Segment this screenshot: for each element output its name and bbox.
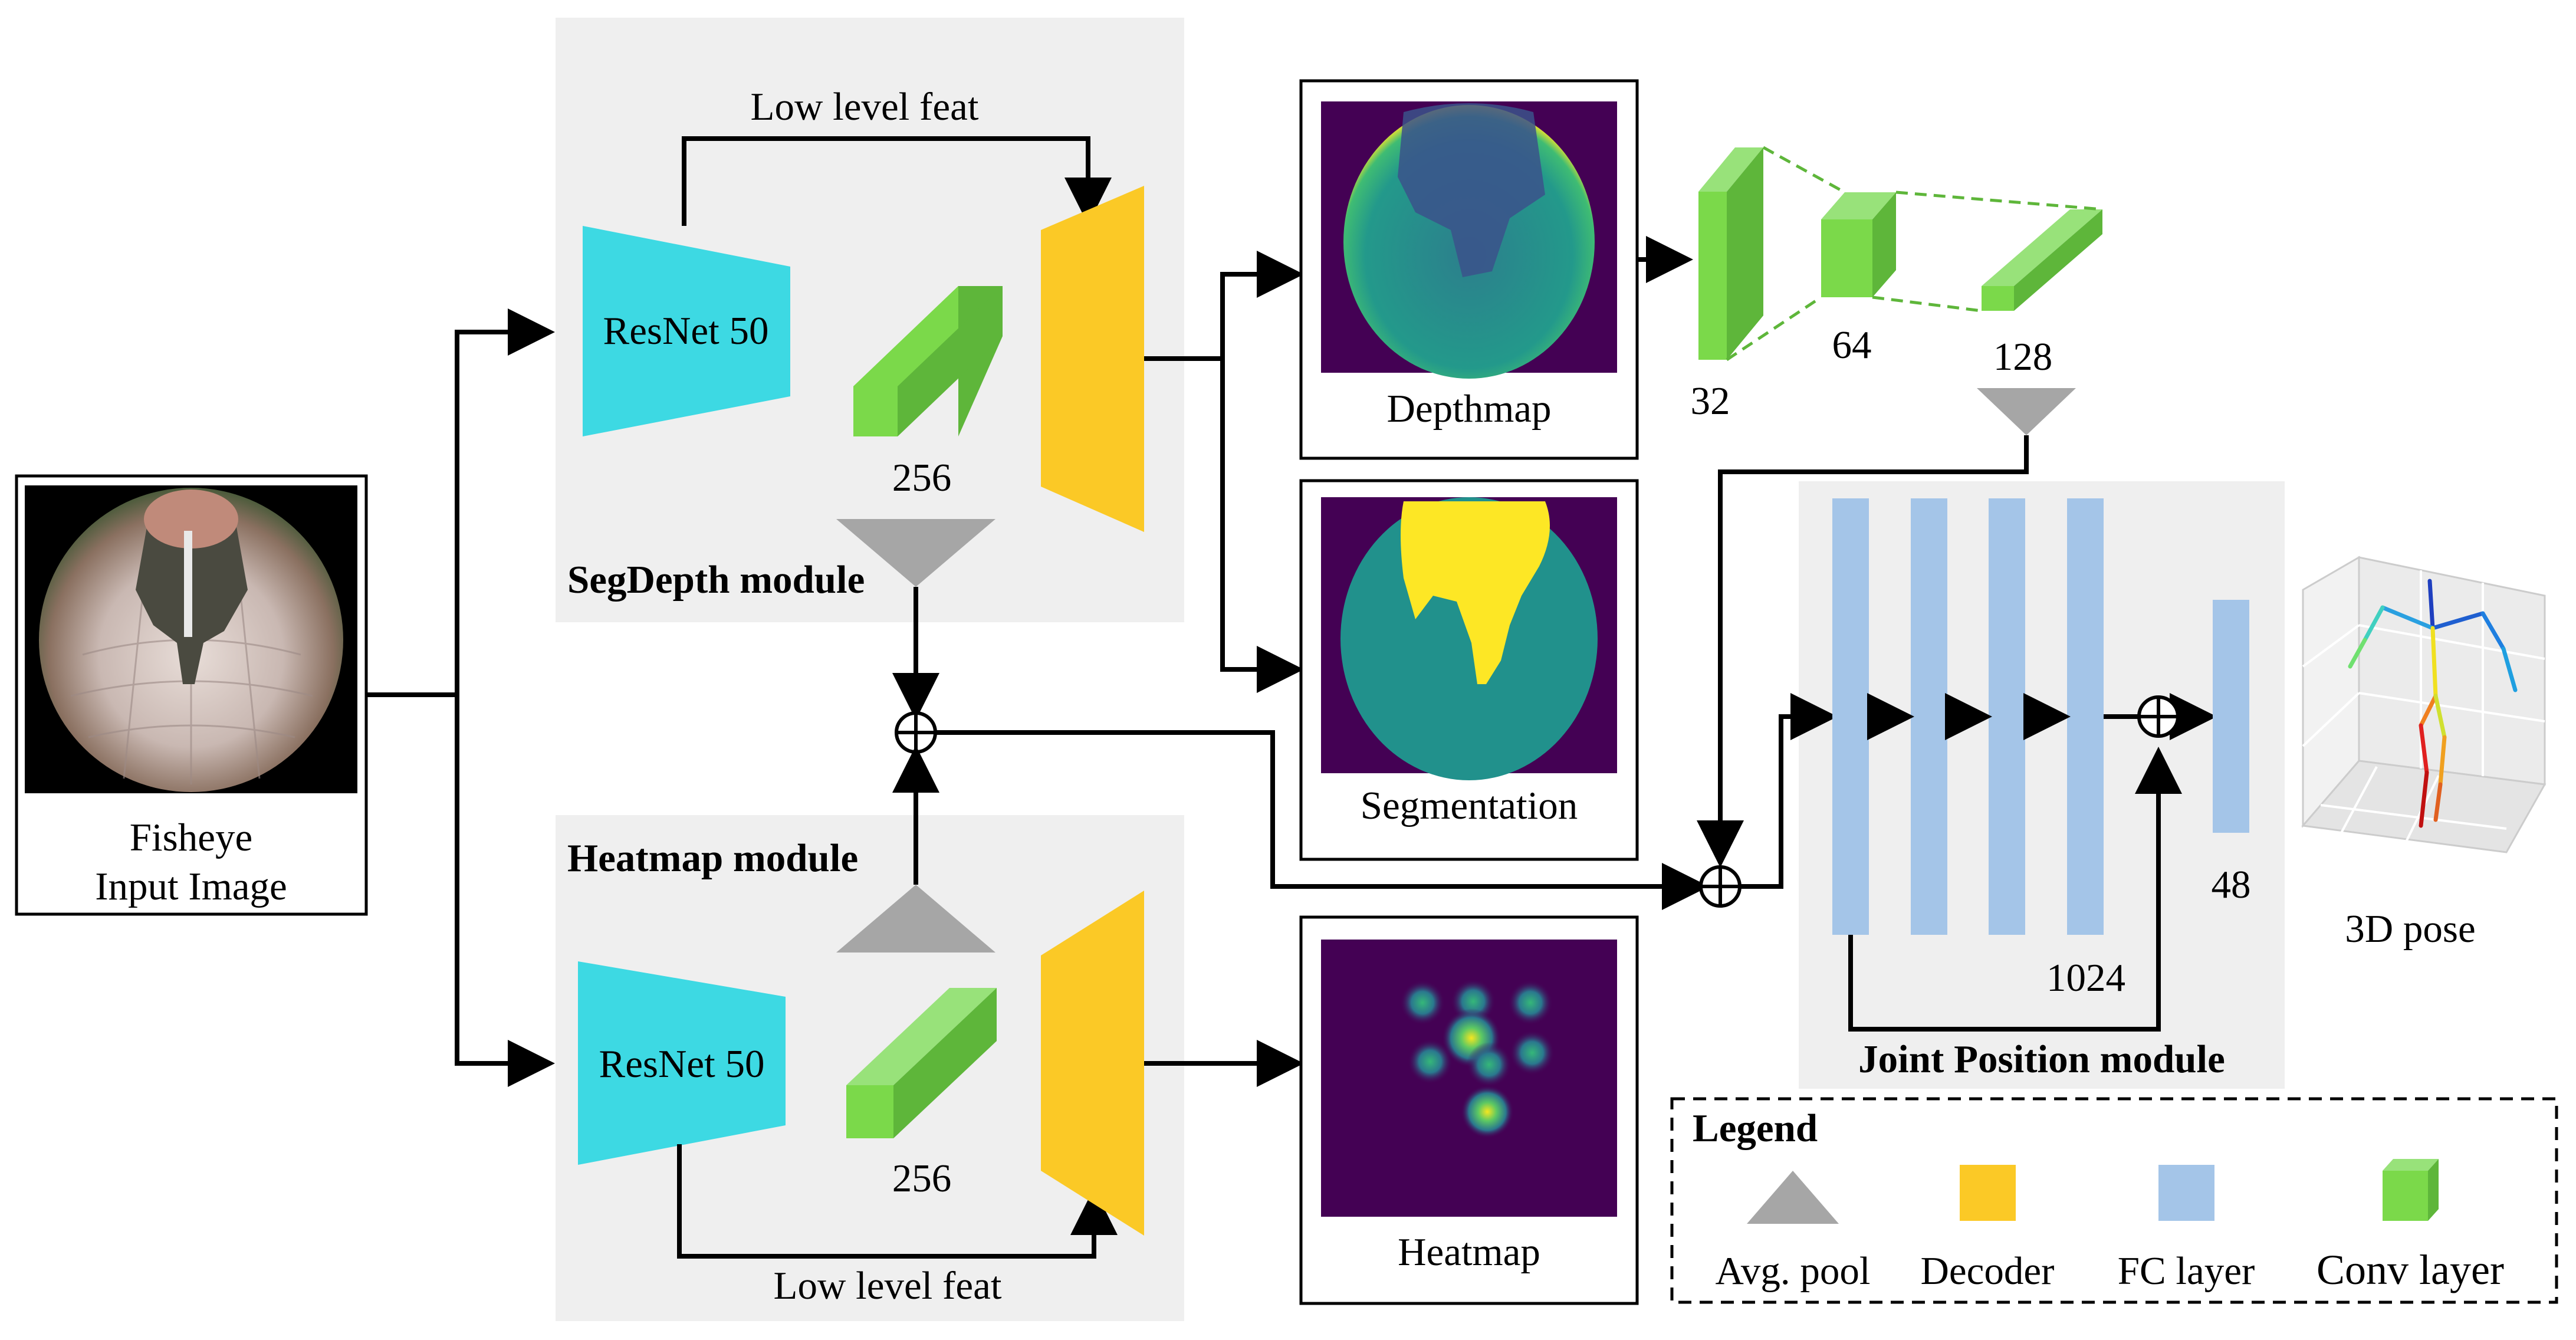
conv-dim-128: 128 — [1993, 335, 2053, 379]
module-sum-node — [895, 711, 937, 754]
input-caption-line1: Fisheye — [130, 816, 252, 859]
legend-decoder-label: Decoder — [1921, 1249, 2055, 1293]
fisheye-input: Fisheye Input Image — [15, 474, 368, 916]
input-branch-arrows — [366, 308, 555, 1087]
fc-dim-1024: 1024 — [2046, 956, 2125, 1000]
depthmap-caption: Depthmap — [1386, 387, 1551, 431]
heatmap-skip-arrow — [677, 1144, 1118, 1259]
fc-sum-node — [2137, 695, 2180, 738]
fc-layer-4 — [2067, 498, 2104, 935]
segdepth-avg-pool — [836, 519, 995, 587]
depthmap-output: Depthmap — [1299, 79, 1639, 460]
segdepth-module-title: SegDepth module — [567, 558, 865, 602]
joint-position-module-panel — [1799, 481, 2285, 1089]
legend-fc-label: FC layer — [2118, 1249, 2255, 1293]
conv-block-128 — [1982, 209, 2102, 311]
legend-decoder-swatch — [1960, 1165, 2016, 1221]
pose-caption: 3D pose — [2345, 907, 2475, 951]
legend-avg-pool-swatch — [1747, 1171, 1839, 1224]
conv-block-32 — [1698, 147, 1763, 360]
legend-conv-label: Conv layer — [2317, 1246, 2504, 1293]
conv-dim-32: 32 — [1691, 379, 1730, 423]
conv-pool-to-sum — [1697, 435, 2029, 868]
fc-chain-arrows — [1848, 693, 2217, 1032]
segdepth-output-arrows — [1144, 251, 1304, 693]
heatmap-module-title: Heatmap module — [567, 836, 858, 880]
heatmap-decoder — [1041, 891, 1144, 1236]
fc-output-layer — [2213, 600, 2249, 833]
conv-avg-pool — [1977, 388, 2076, 435]
legend: Legend Avg. pool Decoder FC layer Conv l… — [1670, 1097, 2558, 1304]
conv-dashed-links — [1726, 146, 2103, 362]
fc-dim-48: 48 — [2212, 863, 2251, 907]
fc-layer-3 — [1989, 498, 2025, 935]
segdepth-skip-label: Low level feat — [751, 85, 979, 129]
heatmap-caption: Heatmap — [1398, 1230, 1540, 1274]
heatmap-skip-label: Low level feat — [774, 1264, 1002, 1308]
segdepth-decoder — [1041, 186, 1144, 532]
heatmap-output: Heatmap — [1299, 915, 1639, 1305]
joint-sum-to-fc-arrow — [1740, 693, 1838, 889]
segdepth-skip-arrow — [682, 136, 1112, 226]
segdepth-conv-feature — [853, 286, 1003, 436]
conv-dim-64: 64 — [1832, 323, 1872, 367]
legend-fc-swatch — [2158, 1165, 2214, 1221]
pose-3d-plot: 3D pose — [2301, 556, 2547, 951]
conv-block-64 — [1821, 192, 1896, 297]
module-sum-to-joint-sum — [935, 730, 1709, 910]
heatmap-resnet-encoder — [578, 961, 786, 1165]
joint-sum-node — [1699, 865, 1742, 908]
legend-avg-pool-label: Avg. pool — [1715, 1249, 1870, 1293]
heatmap-avg-pool — [836, 885, 995, 953]
joint-module-title: Joint Position module — [1858, 1037, 2225, 1081]
heatmap-resnet-label: ResNet 50 — [599, 1042, 765, 1086]
legend-conv-swatch — [2383, 1159, 2439, 1221]
legend-title: Legend — [1693, 1106, 1818, 1150]
heatmap-feature-dim: 256 — [892, 1157, 952, 1200]
fc-layer-2 — [1911, 498, 1947, 935]
segmentation-output: Segmentation — [1299, 479, 1639, 861]
segmentation-caption: Segmentation — [1361, 784, 1578, 827]
heatmap-conv-feature — [846, 988, 997, 1138]
segdepth-feature-dim: 256 — [892, 456, 952, 500]
segdepth-resnet-label: ResNet 50 — [603, 309, 769, 353]
fc-layer-1 — [1832, 498, 1869, 935]
input-caption-line2: Input Image — [95, 865, 287, 908]
segdepth-resnet-encoder — [583, 226, 790, 436]
